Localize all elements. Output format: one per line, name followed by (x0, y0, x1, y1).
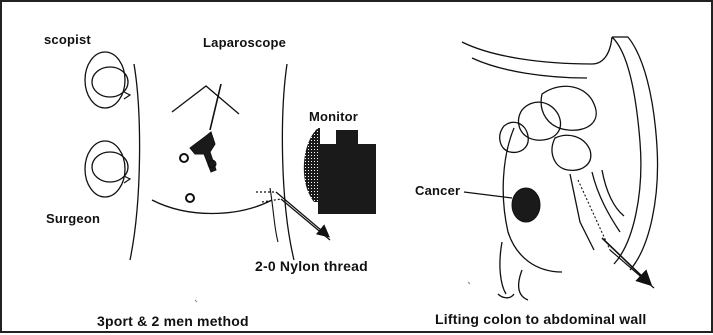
surgeon-figure (85, 141, 130, 197)
caption-right: Lifting colon to abdominal wall (435, 311, 647, 327)
cancer-leader-line (464, 192, 512, 198)
small-marks (195, 282, 470, 302)
caption-left: 3port & 2 men method (97, 313, 249, 329)
scopist-figure (85, 52, 130, 108)
label-monitor: Monitor (309, 109, 358, 124)
trocar-ports (180, 154, 216, 202)
label-surgeon: Surgeon (46, 211, 100, 226)
label-nylon-thread: 2-0 Nylon thread (255, 258, 368, 274)
colon-anatomy (462, 37, 658, 300)
lifting-thread (578, 180, 654, 288)
label-cancer: Cancer (415, 183, 460, 198)
label-laparoscope: Laparoscope (203, 35, 286, 50)
label-scopist: scopist (44, 32, 91, 47)
cancer-mass (512, 188, 540, 222)
monitor (304, 128, 376, 214)
laparoscope (190, 84, 221, 172)
